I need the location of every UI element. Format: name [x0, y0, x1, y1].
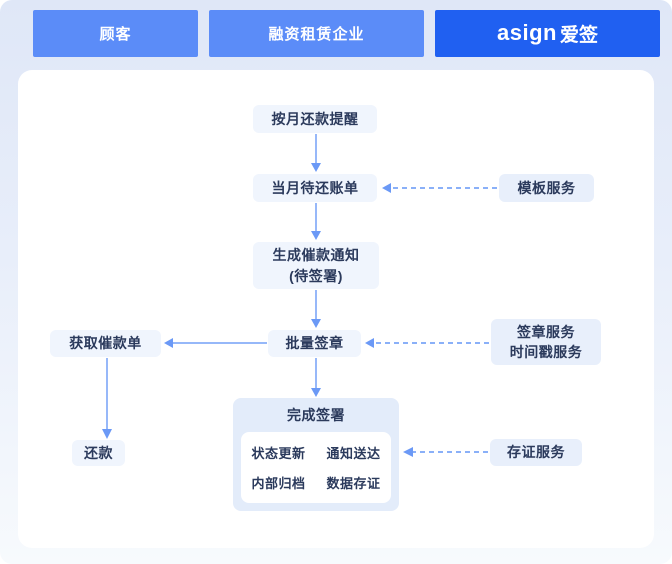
lane-asign-brand: asign 爱签	[435, 10, 660, 57]
node-repayment: 还款	[72, 440, 125, 466]
node-label-line2: (待签署)	[289, 267, 343, 284]
lane-customer-label: 顾客	[99, 26, 132, 43]
node-label: 模板服务	[517, 179, 576, 196]
group-title: 完成签署	[287, 407, 345, 423]
group-item-data-evidence: 数据存证	[326, 476, 381, 491]
lane-customer: 顾客	[33, 10, 198, 57]
node-label: 获取催款单	[69, 335, 142, 352]
asign-logo: asign 爱签	[497, 20, 598, 47]
node-label: 按月还款提醒	[271, 110, 359, 127]
node-generate-dunning-notice: 生成催款通知 (待签署)	[253, 242, 379, 289]
node-label: 批量签章	[285, 335, 344, 352]
service-template: 模板服务	[499, 174, 594, 202]
node-fetch-dunning-bill: 获取催款单	[50, 330, 161, 357]
group-item-status-update: 状态更新	[251, 446, 306, 461]
service-signature-timestamp: 签章服务 时间戳服务	[491, 319, 601, 365]
group-item-notice-delivery: 通知送达	[326, 446, 381, 461]
service-evidence-storage: 存证服务	[490, 439, 582, 466]
lane-leasing-company: 融资租赁企业	[209, 10, 424, 57]
node-label-line1: 签章服务	[517, 323, 575, 340]
node-label-line2: 时间戳服务	[509, 344, 583, 360]
node-monthly-repayment-reminder: 按月还款提醒	[253, 105, 377, 133]
node-batch-sign: 批量签章	[268, 330, 361, 357]
group-complete-signing: 完成签署 状态更新 通知送达 内部归档 数据存证	[233, 398, 399, 511]
node-label: 当月待还账单	[271, 179, 359, 196]
lane-leasing-company-label: 融资租赁企业	[268, 26, 365, 43]
asign-logo-latin: asign	[497, 19, 557, 45]
node-current-month-bill: 当月待还账单	[253, 174, 377, 202]
node-label-line1: 生成催款通知	[272, 247, 360, 264]
node-label: 还款	[84, 444, 113, 461]
asign-logo-cjk: 爱签	[559, 25, 598, 46]
node-label: 存证服务	[507, 444, 565, 461]
group-items: 状态更新 通知送达 内部归档 数据存证	[241, 432, 391, 503]
group-item-internal-archive: 内部归档	[251, 476, 306, 491]
